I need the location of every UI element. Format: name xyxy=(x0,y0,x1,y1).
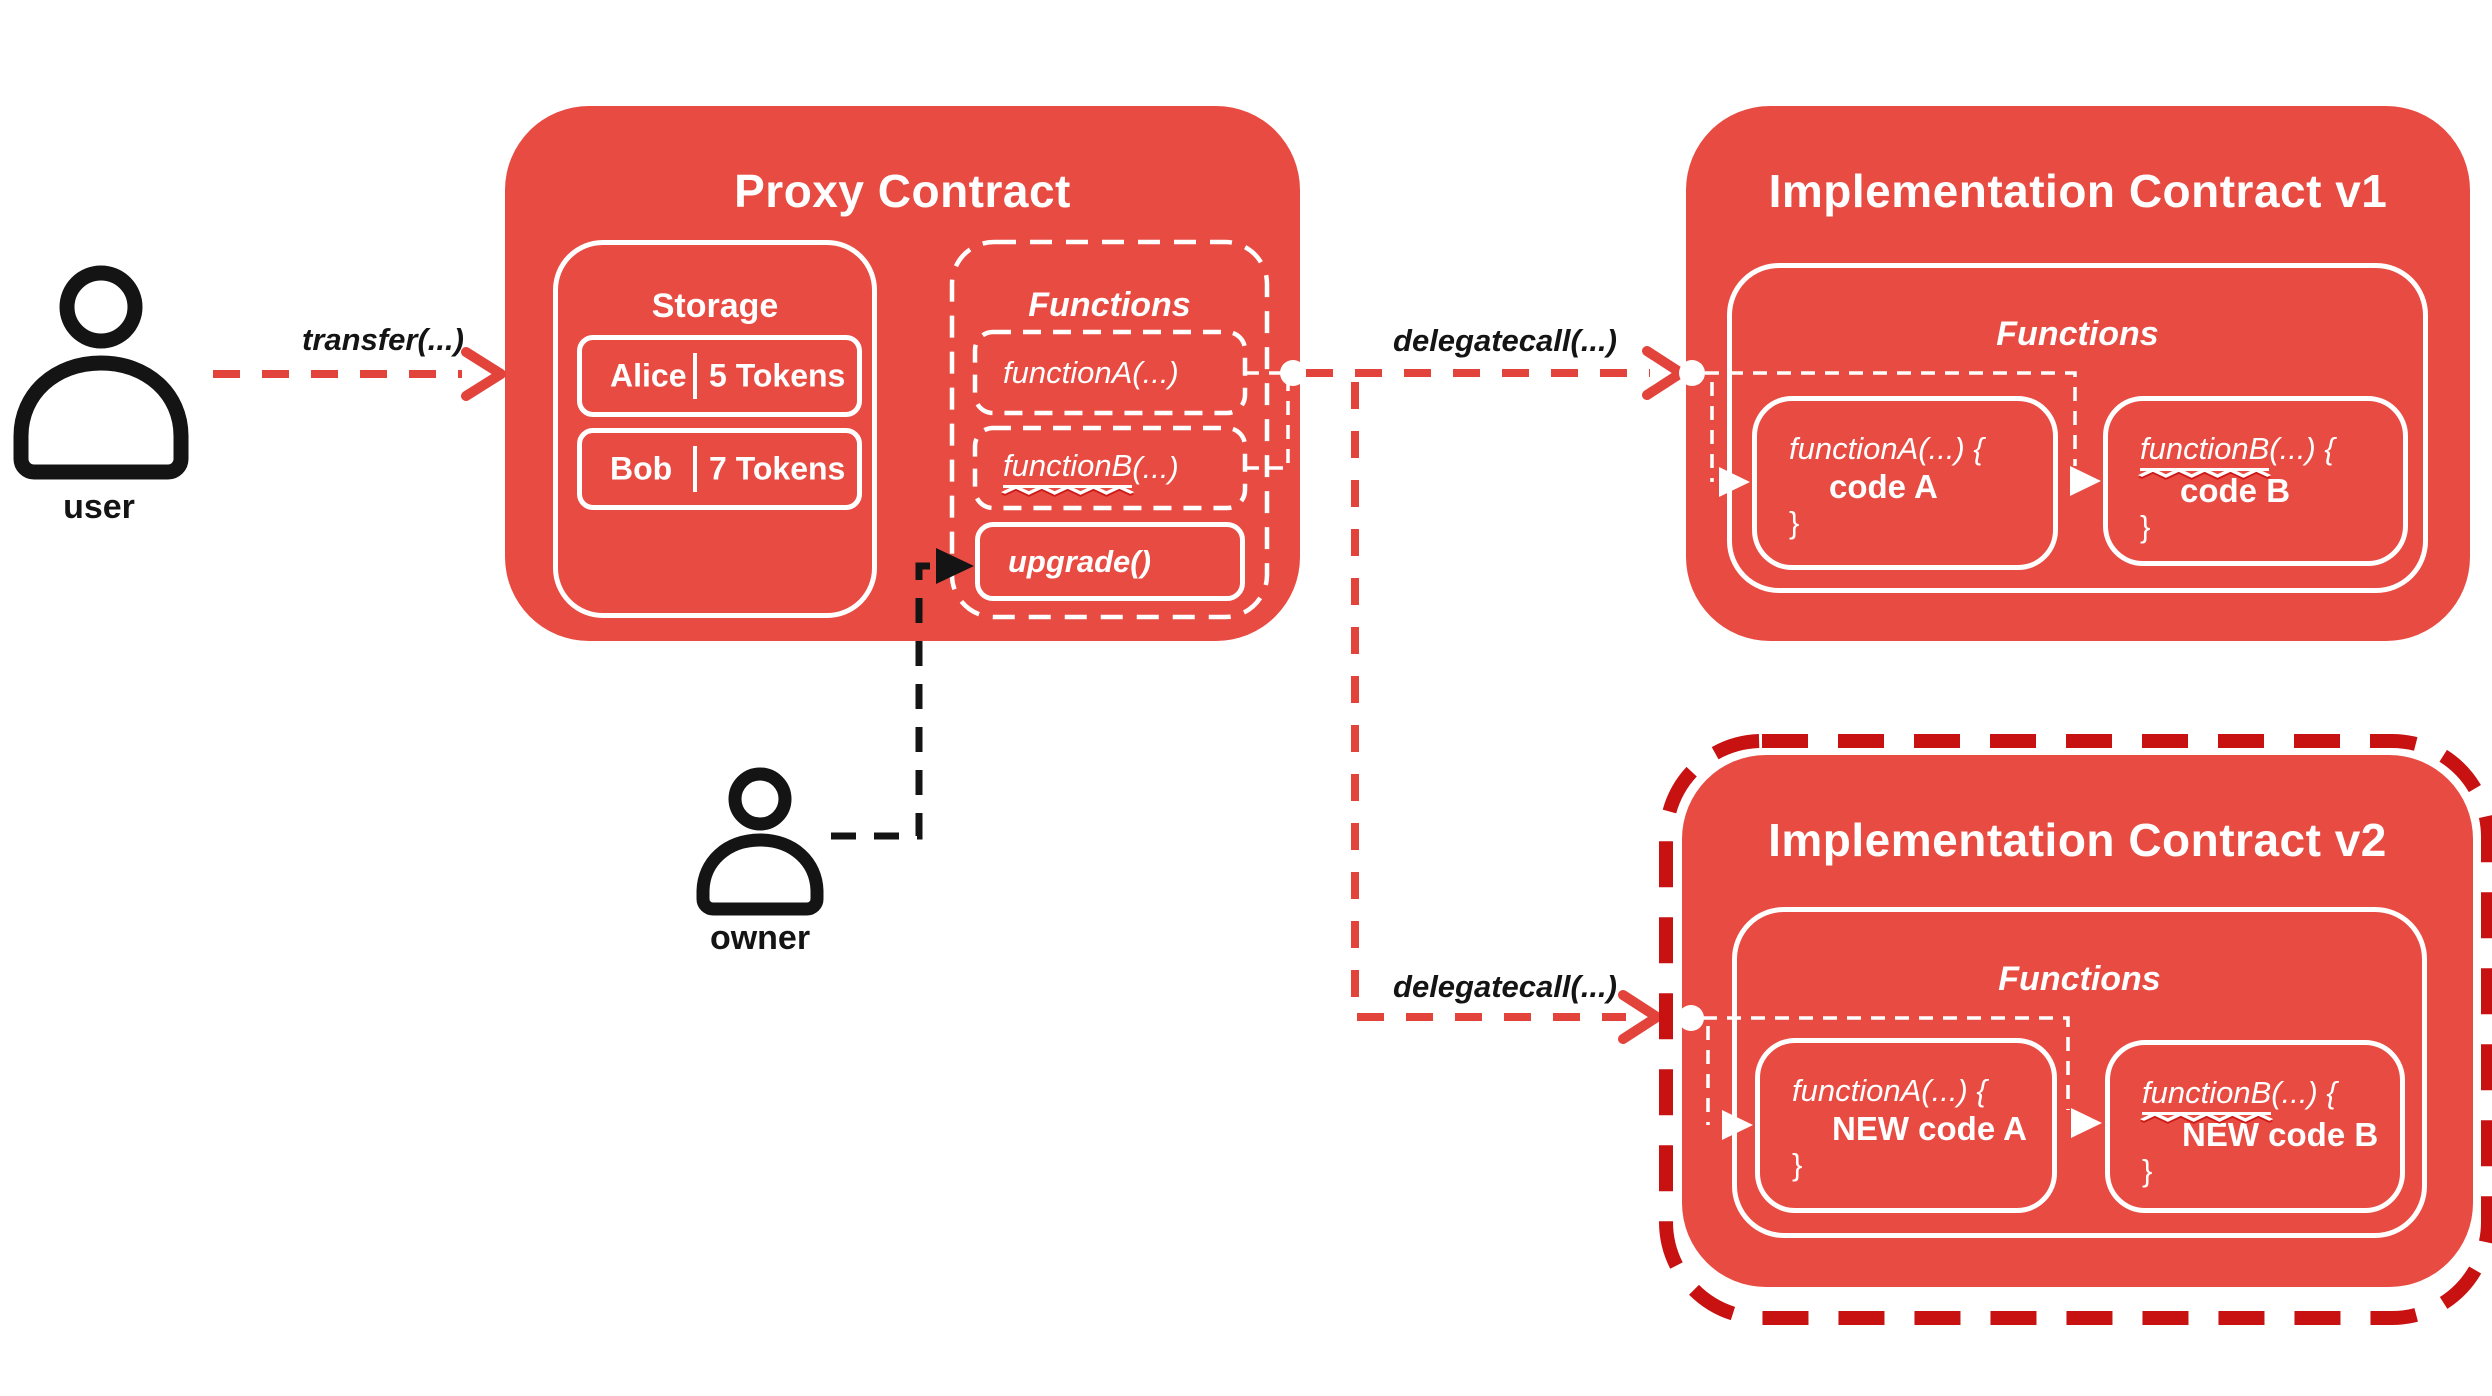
impl-v1-function-b-box: functionB (...) { code B } xyxy=(2103,396,2408,566)
function-close: } xyxy=(2140,509,2151,544)
storage-row-value: 5 Tokens xyxy=(709,357,846,394)
delegatecall-v2-label: delegatecall(...) xyxy=(1393,969,1617,1004)
storage-row-name: Alice xyxy=(610,357,687,394)
owner-icon-head xyxy=(728,767,792,831)
function-args: (...) { xyxy=(1918,431,1984,466)
transfer-arrow-head xyxy=(461,347,506,401)
function-close: } xyxy=(1792,1147,1803,1182)
function-name-underlined: functionB xyxy=(1001,448,1135,497)
proxy-contract-title: Proxy Contract xyxy=(734,165,1071,217)
impl-v1-functions-label: Functions xyxy=(1996,315,2159,353)
storage-label: Storage xyxy=(651,287,779,325)
impl-v1-box: Implementation Contract v1 Functions fun… xyxy=(1686,106,2470,641)
user-icon xyxy=(13,265,189,480)
impl-v1-functions-panel: Functions functionA(...) { code A } func… xyxy=(1727,263,2428,593)
impl-v2-functions-panel: Functions functionA(...) { NEW code A } … xyxy=(1732,907,2427,1238)
squiggle-underline xyxy=(1001,485,1135,497)
function-args: (...) xyxy=(1132,450,1179,485)
function-name: functionA xyxy=(1792,1073,1922,1108)
impl-v2-title: Implementation Contract v2 xyxy=(1768,814,2387,866)
squiggle-underline xyxy=(2138,468,2272,480)
user-label: user xyxy=(63,488,135,526)
function-args: (...) { xyxy=(1921,1073,1987,1108)
storage-row-divider xyxy=(693,353,697,399)
delegatecall-v1-label: delegatecall(...) xyxy=(1393,323,1617,358)
upgrade-label: upgrade() xyxy=(1008,543,1151,579)
impl-v1-title: Implementation Contract v1 xyxy=(1768,165,2388,217)
function-signature: functionB (...) { xyxy=(2140,1075,2400,1124)
user-icon-head xyxy=(59,265,143,349)
upgrade-button: upgrade() xyxy=(975,522,1245,601)
function-signature: functionA(...) { xyxy=(1792,1073,2052,1109)
owner-icon-body xyxy=(696,833,824,916)
function-signature: functionA(...) { xyxy=(1789,431,2053,467)
impl-v2-function-a-box: functionA(...) { NEW code A } xyxy=(1755,1038,2057,1213)
proxy-functions-label: Functions xyxy=(1028,286,1191,324)
storage-row-value: 7 Tokens xyxy=(709,450,846,487)
function-body: code A xyxy=(1829,468,1938,505)
function-name: functionA xyxy=(1003,354,1133,390)
function-name: functionA xyxy=(1789,431,1919,466)
function-body: code B xyxy=(2180,472,2291,509)
proxy-function-a: functionA(...) xyxy=(975,332,1245,413)
function-args: (...) { xyxy=(2269,431,2335,466)
proxy-contract-box: Proxy Contract Storage Alice 5 Tokens Bo… xyxy=(505,106,1300,641)
function-args: (...) { xyxy=(2271,1075,2337,1110)
impl-v2-function-b-box: functionB (...) { NEW code B } xyxy=(2105,1040,2405,1213)
impl-v2-functions-label: Functions xyxy=(1998,960,2161,998)
storage-row-divider xyxy=(693,446,697,492)
owner-icon xyxy=(696,767,824,916)
squiggle-underline xyxy=(2140,1112,2274,1124)
storage-row-name: Bob xyxy=(610,450,673,487)
storage-row-alice: Alice 5 Tokens xyxy=(577,335,862,417)
storage-panel: Storage Alice 5 Tokens Bob 7 Tokens xyxy=(553,240,877,618)
impl-v1-function-a-box: functionA(...) { code A } xyxy=(1752,396,2058,570)
owner-label: owner xyxy=(709,919,811,957)
function-close: } xyxy=(1789,505,1800,540)
impl-v2-box: Implementation Contract v2 Functions fun… xyxy=(1682,755,2473,1287)
function-name-underlined: functionB xyxy=(2140,1075,2274,1124)
function-body: NEW code A xyxy=(1832,1110,2027,1147)
delegatecall-v2-line xyxy=(1351,382,1626,1021)
function-signature: functionB (...) { xyxy=(2138,431,2403,480)
storage-row-bob: Bob 7 Tokens xyxy=(577,428,862,510)
user-icon-body xyxy=(13,355,189,480)
function-close: } xyxy=(2142,1153,2153,1188)
function-args: (...) xyxy=(1132,354,1179,390)
transfer-label: transfer(...) xyxy=(302,322,464,357)
function-name-underlined: functionB xyxy=(2138,431,2272,480)
proxy-function-b: functionB (...) xyxy=(975,428,1245,508)
